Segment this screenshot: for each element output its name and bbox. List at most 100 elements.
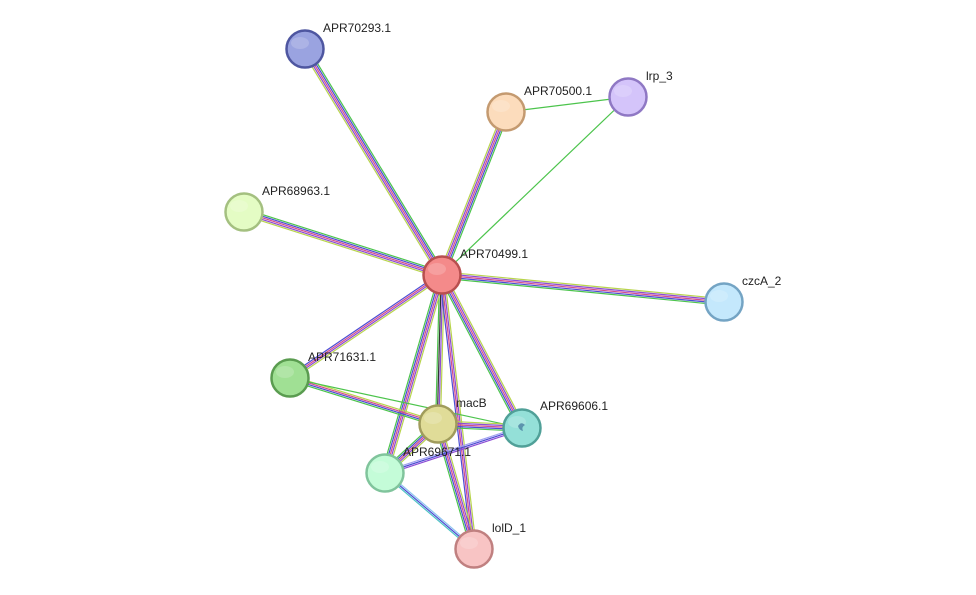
edge-strand: [441, 274, 523, 429]
node-circle[interactable]: [418, 404, 458, 444]
node-circle[interactable]: [224, 192, 264, 232]
node-highlight: [276, 366, 294, 378]
edge-APR70499.1-APR69671.1[interactable]: [381, 273, 446, 475]
edge-strand: [301, 50, 440, 277]
edge-strand: [305, 47, 444, 275]
node-highlight: [291, 37, 309, 49]
edge-strand: [442, 274, 476, 549]
node-label: APR70293.1: [323, 21, 391, 35]
node-lolD_1[interactable]: lolD_1: [454, 521, 527, 569]
node-label: APR70499.1: [460, 247, 528, 261]
node-circle[interactable]: [285, 29, 325, 69]
edge-strand: [384, 425, 522, 473]
edge-strand: [442, 112, 509, 276]
edge-strand: [441, 111, 507, 276]
node-APR70500.1[interactable]: APR70500.1: [486, 84, 593, 132]
edge-APR71631.1-APR69606.1[interactable]: [289, 377, 523, 429]
edge-strand: [289, 378, 438, 426]
edge-strand: [290, 275, 443, 380]
node-label: lrp_3: [646, 69, 673, 83]
edge-strand: [303, 49, 442, 277]
edge-APR70499.1-lolD_1[interactable]: [439, 274, 477, 550]
node-APR69606.1[interactable]: APR69606.1: [502, 399, 609, 448]
edge-strand: [441, 277, 724, 306]
node-circle[interactable]: [365, 453, 405, 493]
node-lrp_3[interactable]: lrp_3: [608, 69, 674, 117]
node-highlight: [614, 85, 632, 97]
edge-APR69606.1-APR69671.1[interactable]: [384, 425, 523, 476]
node-circle[interactable]: [454, 529, 494, 569]
edge-strand: [304, 48, 443, 276]
edge-APR70499.1-APR68963.1[interactable]: [242, 208, 444, 279]
edge-strand: [289, 377, 523, 429]
edge-strand: [439, 111, 506, 275]
edge-strand: [385, 275, 445, 474]
node-circle[interactable]: [422, 255, 462, 295]
node-circle[interactable]: [486, 92, 526, 132]
edge-strand: [244, 209, 443, 275]
edge-strand: [442, 273, 524, 428]
edge-strand: [438, 276, 520, 430]
edge-APR70500.1-lrp_3[interactable]: [505, 96, 629, 113]
edge-strand: [242, 214, 442, 279]
edge-strand: [440, 275, 522, 430]
node-label: APR69606.1: [540, 399, 608, 413]
edge-macB-lolD_1[interactable]: [434, 422, 478, 551]
node-highlight: [428, 263, 446, 275]
node-label: APR68963.1: [262, 184, 330, 198]
node-highlight: [460, 537, 478, 549]
node-highlight: [424, 412, 442, 424]
edge-strand: [288, 272, 441, 377]
edge-APR71631.1-macB[interactable]: [289, 375, 439, 427]
edge-strand: [387, 275, 446, 475]
edge-strand: [442, 272, 725, 302]
edge-strand: [436, 274, 442, 424]
edge-strand: [291, 276, 444, 381]
edge-strand: [243, 211, 443, 276]
edge-strand: [440, 422, 478, 549]
node-APR68963.1[interactable]: APR68963.1: [224, 184, 331, 232]
edge-strand: [244, 208, 444, 273]
edge-strand: [385, 428, 523, 476]
edge-strand: [307, 47, 446, 274]
edge-APR70499.1-APR69606.1[interactable]: [438, 273, 526, 430]
edge-APR70499.1-APR70500.1[interactable]: [438, 110, 510, 277]
edge-strand: [443, 274, 477, 549]
node-label: APR70500.1: [524, 84, 592, 98]
edge-strand: [438, 110, 504, 275]
node-highlight: [371, 461, 389, 473]
node-highlight: [492, 100, 510, 112]
node-highlight: [710, 290, 728, 302]
edge-strand: [289, 379, 438, 427]
node-circle[interactable]: [608, 77, 648, 117]
node-circle[interactable]: [704, 282, 744, 322]
edge-strand: [382, 274, 442, 473]
protein-structure-icon: [518, 423, 525, 431]
edge-strand: [384, 274, 443, 474]
edges-layer: [242, 47, 725, 551]
node-label: czcA_2: [742, 274, 782, 288]
node-APR69671.1[interactable]: APR69671.1: [365, 445, 472, 493]
node-czcA_2[interactable]: czcA_2: [704, 274, 782, 322]
edge-strand: [435, 274, 441, 424]
node-label: APR71631.1: [308, 350, 376, 364]
node-label: lolD_1: [492, 521, 526, 535]
edge-strand: [438, 423, 477, 549]
edge-APR70499.1-APR70293.1[interactable]: [301, 47, 446, 277]
edge-APR70499.1-APR71631.1[interactable]: [288, 272, 444, 381]
node-label: APR69671.1: [403, 445, 471, 459]
edge-strand: [441, 96, 629, 276]
node-APR71631.1[interactable]: APR71631.1: [270, 350, 377, 398]
edge-APR70499.1-lrp_3[interactable]: [441, 96, 629, 276]
edge-strand: [444, 112, 510, 277]
edge-APR70499.1-czcA_2[interactable]: [441, 271, 725, 306]
node-circle[interactable]: [270, 358, 310, 398]
node-macB[interactable]: macB: [418, 396, 487, 444]
edge-strand: [441, 274, 725, 303]
node-highlight: [230, 200, 248, 212]
node-APR70293.1[interactable]: APR70293.1: [285, 21, 392, 69]
edge-strand: [243, 212, 442, 278]
node-APR70499.1[interactable]: APR70499.1: [422, 247, 529, 295]
